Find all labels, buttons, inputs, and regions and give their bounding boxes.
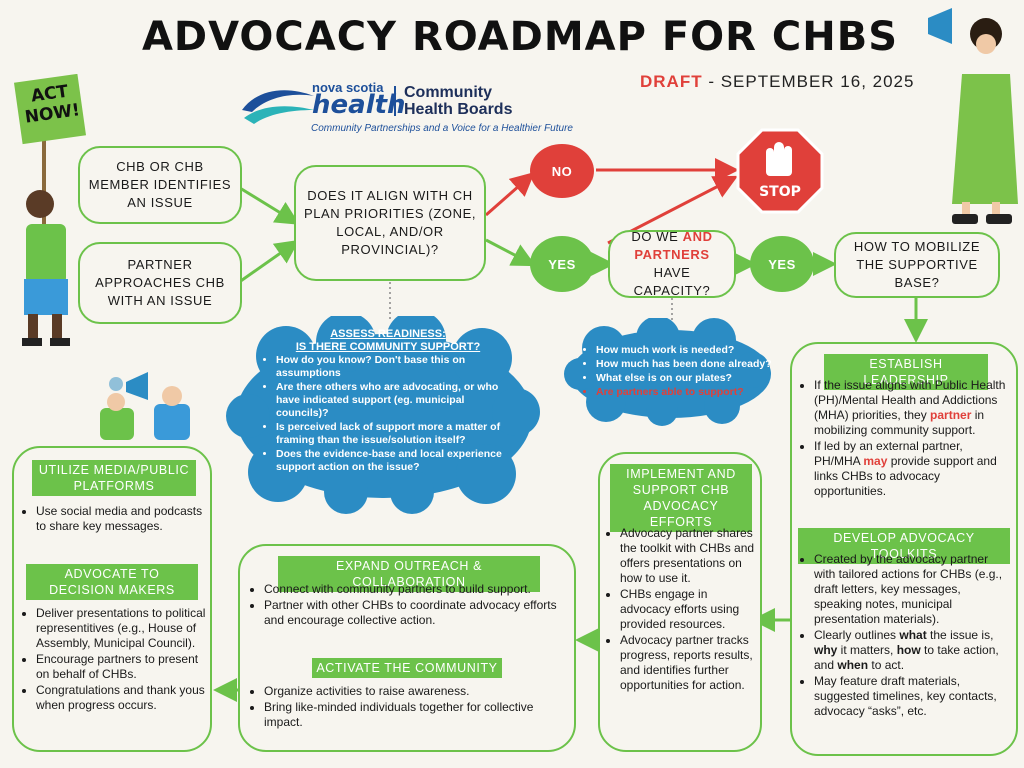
list-item: Partner with other CHBs to coordinate ad…	[264, 598, 566, 628]
section-tag-activate-community: ACTIVATE THE COMMUNITY	[312, 658, 502, 678]
list-item: Advocacy partner tracks progress, report…	[620, 633, 758, 693]
list-item: Advocacy partner shares the toolkit with…	[620, 526, 758, 586]
protester-illustration	[13, 74, 87, 346]
cloud-capacity-shape	[564, 318, 771, 426]
decision-align-priorities: DOES IT ALIGN WITH CH PLAN PRIORITIES (Z…	[294, 165, 486, 281]
list-item: How much work is needed?	[596, 344, 772, 357]
list-item: Encourage partners to present on behalf …	[36, 652, 208, 682]
section-tag-advocate-decision-makers: ADVOCATE TO DECISION MAKERS	[26, 564, 198, 600]
list-item-red: Are partners able to support?	[596, 386, 772, 399]
list-item: What else is on our plates?	[596, 372, 772, 385]
list-item: Are there others who are advocating, or …	[276, 381, 514, 420]
section-tag-develop-toolkits: DEVELOP ADVOCACY TOOLKITS	[798, 528, 1010, 564]
list-item: Connect with community partners to build…	[264, 582, 566, 597]
logo-org-name: Community Health Boards	[404, 84, 513, 118]
panel-leadership-toolkits: ESTABLISH LEADERSHIP If the issue aligns…	[790, 342, 1018, 756]
list-item: Clearly outlines what the issue is, why …	[814, 628, 1012, 673]
list-item: If the issue aligns with Public Health (…	[814, 378, 1012, 438]
list-item: If led by an external partner, PH/MHA ma…	[814, 439, 1012, 499]
logo-divider	[394, 86, 396, 116]
cloud-title-1: ASSESS READINESS:	[330, 328, 446, 340]
start-partner-approaches-chb: PARTNER APPROACHES CHB WITH AN ISSUE	[78, 242, 242, 324]
yes-node-2: YES	[750, 236, 814, 292]
list-item: CHBs engage in advocacy efforts using pr…	[620, 587, 758, 632]
draft-date: DRAFT - SEPTEMBER 16, 2025	[640, 72, 915, 91]
panel-expand-outreach: EXPAND OUTREACH & COLLABORATION Connect …	[238, 544, 576, 752]
stop-sign-icon	[736, 128, 824, 214]
start-chb-identifies-issue: CHB OR CHB MEMBER IDENTIFIES AN ISSUE	[78, 146, 242, 224]
nova-scotia-health-logo-waves	[242, 90, 314, 124]
list-item: May feature draft materials, suggested t…	[814, 674, 1012, 719]
yes-node-1: YES	[530, 236, 594, 292]
list-item: How do you know? Don't base this on assu…	[276, 354, 514, 380]
logo-brand-small: nova scotia	[312, 80, 384, 95]
list-item: Congratulations and thank yous when prog…	[36, 683, 208, 713]
panel-implement-support: IMPLEMENT AND SUPPORT CHB ADVOCACY EFFOR…	[598, 452, 762, 752]
section-tag-establish-leadership: ESTABLISH LEADERSHIP	[824, 354, 988, 390]
list-item: Is perceived lack of support more a matt…	[276, 421, 514, 447]
list-item: How much has been done already?	[596, 358, 772, 371]
logo-tagline: Community Partnerships and a Voice for a…	[311, 123, 573, 134]
list-item: Use social media and podcasts to share k…	[36, 504, 206, 534]
section-tag-utilize-media: UTILIZE MEDIA/PUBLIC PLATFORMS	[32, 460, 196, 496]
section-tag-implement: IMPLEMENT AND SUPPORT CHB ADVOCACY EFFOR…	[610, 464, 752, 532]
no-node: NO	[530, 144, 594, 198]
list-item: Organize activities to raise awareness.	[264, 684, 566, 699]
decision-mobilize-base: HOW TO MOBILIZE THE SUPPORTIVE BASE?	[834, 232, 1000, 298]
list-item: Created by the advocacy partner with tai…	[814, 552, 1012, 627]
advocates-megaphone-illustration	[100, 372, 190, 440]
logo-brand-large: health	[312, 90, 406, 120]
cloud-title-2: IS THERE COMMUNITY SUPPORT?	[295, 341, 481, 353]
cloud-assess-readiness-shape	[226, 316, 540, 514]
list-item: Deliver presentations to political repre…	[36, 606, 208, 651]
section-tag-expand-outreach: EXPAND OUTREACH & COLLABORATION	[278, 556, 540, 592]
stop-sign-text: STOP	[759, 184, 801, 200]
panel-media-decision-makers: UTILIZE MEDIA/PUBLIC PLATFORMS Use socia…	[12, 446, 212, 752]
megaphone-woman-illustration	[928, 8, 1018, 224]
list-item: Bring like-minded individuals together f…	[264, 700, 566, 730]
cloud-capacity-questions: How much work is needed? How much has be…	[582, 344, 772, 400]
page-title: ADVOCACY ROADMAP FOR CHBS	[141, 14, 899, 60]
cloud-assess-readiness: ASSESS READINESS: IS THERE COMMUNITY SUP…	[262, 328, 514, 475]
list-item: Does the evidence-base and local experie…	[276, 448, 514, 474]
